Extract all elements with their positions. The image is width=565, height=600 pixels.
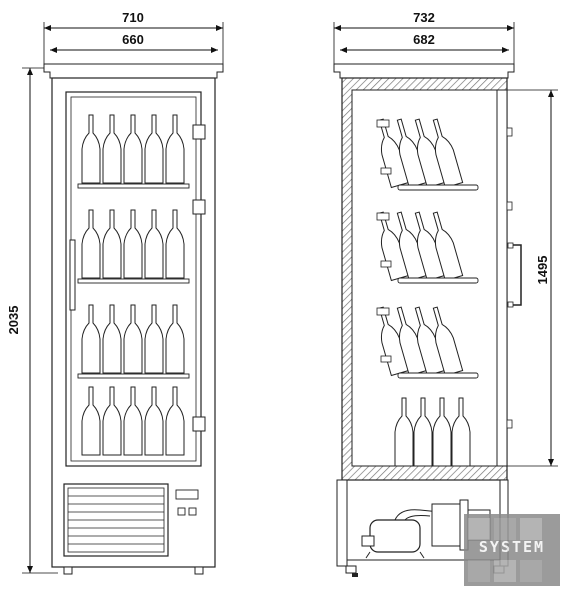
display-icon: [175, 489, 199, 500]
side-section-view: 732 682 1495: [333, 10, 558, 577]
ventilation-grille: [63, 483, 169, 557]
foot-icon: [352, 573, 358, 577]
control-panel: [175, 489, 199, 516]
hinge-icon: [192, 124, 206, 140]
dimension-side-inner-width: 682: [340, 32, 509, 53]
button-icon: [177, 507, 186, 516]
hinge-icon: [506, 201, 513, 211]
hinge-icon: [506, 127, 513, 137]
dimension-side-inner-height: 1495: [505, 89, 558, 467]
label-1495: 1495: [535, 256, 550, 285]
front-shelves: [77, 183, 190, 379]
hinge-icon: [192, 416, 206, 432]
label-660: 660: [122, 32, 144, 47]
front-view: 710 660 2035: [6, 10, 224, 575]
foot-icon: [345, 565, 357, 574]
door-handle: [69, 239, 76, 311]
dimension-front-inner-width: 660: [50, 32, 218, 53]
label-682: 682: [413, 32, 435, 47]
watermark-text: SYSTEM: [479, 538, 545, 556]
dimension-front-height: 2035: [6, 67, 58, 574]
button-icon: [188, 507, 197, 516]
tilted-bottle-racks: [372, 116, 479, 379]
dimension-front-outer-width: 710: [43, 10, 224, 64]
label-2035: 2035: [6, 306, 21, 335]
side-door-edge: [496, 89, 508, 467]
foot-icon: [194, 566, 204, 575]
cabinet-crown: [43, 63, 224, 79]
dimension-side-outer-width: 732: [333, 10, 515, 64]
hinge-icon: [192, 199, 206, 215]
side-handle: [511, 244, 522, 306]
side-crown: [333, 63, 515, 79]
label-710: 710: [122, 10, 144, 25]
foot-icon: [63, 566, 73, 575]
label-732: 732: [413, 10, 435, 25]
watermark-logo: SYSTEM: [464, 514, 560, 586]
hinge-icon: [506, 419, 513, 429]
compressor-icon: [361, 509, 441, 559]
